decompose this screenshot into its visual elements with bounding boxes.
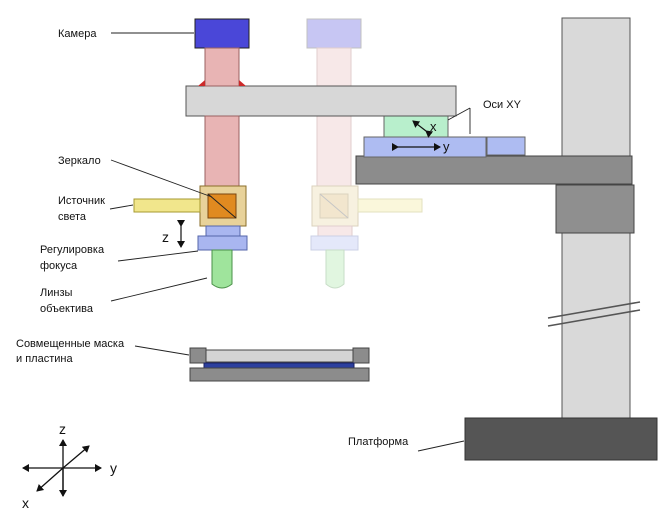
mask-plate	[205, 349, 354, 363]
focus-z-label: z	[162, 229, 169, 245]
column-clamp	[555, 184, 635, 234]
focus-label-2: фокуса	[40, 260, 78, 272]
stage-x-arrow	[412, 120, 434, 138]
light-source-label-2: света	[58, 211, 87, 223]
leader-lines	[109, 32, 471, 452]
stage-x-label: x	[430, 119, 437, 134]
light-source-label-1: Источник	[58, 195, 105, 207]
triad-y-label: y	[110, 460, 117, 476]
stage-y-label: y	[443, 139, 450, 154]
mask-wafer-assembly	[189, 347, 370, 382]
triad-x-axis	[36, 467, 64, 492]
stage-x-block	[383, 115, 449, 139]
lens-label-2: объектива	[40, 303, 94, 315]
focus-block	[197, 235, 248, 251]
platform-block	[464, 417, 658, 461]
support-column	[547, 17, 641, 419]
stage-y-motor	[486, 136, 526, 156]
triad-z-label: z	[59, 421, 66, 437]
coordinate-triad	[22, 439, 102, 497]
triad-x-label: x	[22, 495, 29, 511]
horizontal-arm	[355, 155, 633, 185]
mask-label-1: Совмещенные маска	[16, 338, 125, 350]
microscope-main: z	[133, 18, 250, 289]
objective-lens	[211, 249, 233, 289]
wafer	[203, 362, 355, 369]
xy-stage: x y	[363, 115, 526, 158]
focus-label-1: Регулировка	[40, 244, 105, 256]
tube-lower	[204, 115, 240, 187]
microscope-ghost	[306, 18, 423, 289]
xy-axes-label: Оси XY	[483, 99, 522, 111]
camera-block	[194, 18, 250, 49]
focus-collar	[205, 225, 241, 237]
light-source-arm	[133, 198, 201, 213]
top-crossbar	[185, 85, 457, 117]
mirror-label: Зеркало	[58, 155, 101, 167]
camera-label: Камера	[58, 28, 97, 40]
lens-label-1: Линзы	[40, 287, 72, 299]
wafer-chuck	[189, 367, 370, 382]
platform-label: Платформа	[348, 436, 409, 448]
mask-label-2: и пластина	[16, 353, 73, 365]
tube-upper	[204, 47, 240, 87]
